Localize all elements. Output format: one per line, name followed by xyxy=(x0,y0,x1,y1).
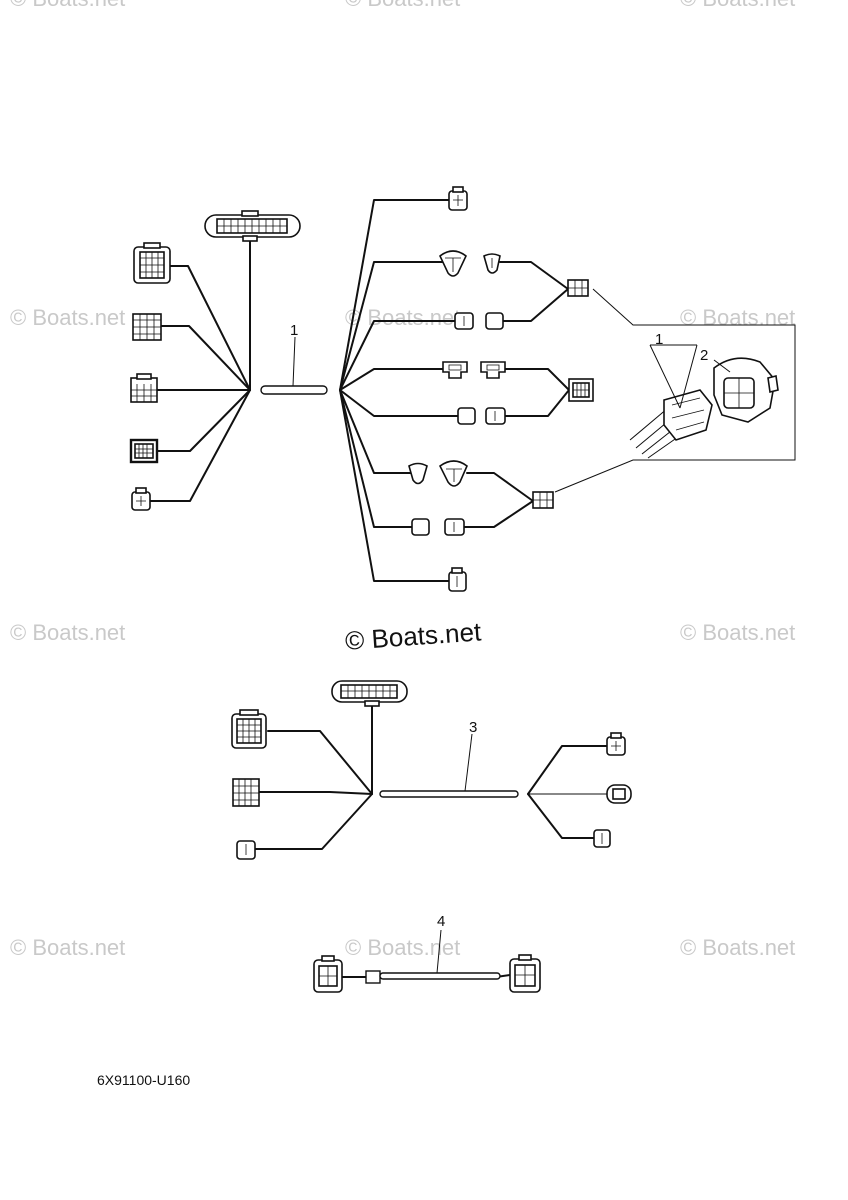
connector-left-large xyxy=(133,242,171,284)
connector-h3-small-left xyxy=(236,840,256,860)
connector-h3-right-bottom xyxy=(593,829,611,848)
watermark-bottom-right: © Boats.net xyxy=(680,935,795,960)
callout-3: 3 xyxy=(469,719,477,736)
harness-1: 1 xyxy=(129,186,796,592)
connector-h4-right xyxy=(509,954,541,993)
junction-connector-bottom xyxy=(532,491,554,509)
callout-4: 4 xyxy=(437,913,445,930)
connector-triangle-1 xyxy=(439,250,467,277)
connector-triangle-1-mate xyxy=(483,253,501,274)
connector-small-2 xyxy=(457,407,476,425)
junction-connector-mid xyxy=(568,378,594,402)
connector-small-3-mate xyxy=(444,518,465,536)
watermark-row3-right: © Boats.net xyxy=(680,620,795,645)
connector-left-dark xyxy=(129,438,159,464)
harness-4-splice xyxy=(365,970,381,984)
connector-h4-left xyxy=(313,955,343,993)
connector-right-bottom xyxy=(448,567,467,592)
connector-left-square xyxy=(132,313,162,341)
watermark-mid-center: © Boats.net xyxy=(345,305,460,330)
detail-callout-1: 1 xyxy=(655,331,663,348)
harness-3-sheath xyxy=(379,790,519,798)
watermark-row3-left: © Boats.net xyxy=(10,620,125,645)
watermark-top-right: © Boats.net xyxy=(680,0,795,11)
harness-1-sheath xyxy=(260,385,328,395)
connector-left-small xyxy=(131,487,151,511)
detail-callout-2: 2 xyxy=(700,347,708,364)
watermark-mid-left: © Boats.net xyxy=(10,305,125,330)
connector-triangle-2-mate xyxy=(438,460,468,487)
connector-h3-right-top xyxy=(606,732,626,756)
watermark-bottom-left: © Boats.net xyxy=(10,935,125,960)
harness-3: 3 xyxy=(231,680,632,860)
watermark-top-center: © Boats.net xyxy=(345,0,460,11)
watermark-bottom-center: © Boats.net xyxy=(345,935,460,960)
connector-double-1-mate xyxy=(480,361,506,379)
connector-main-long xyxy=(204,210,301,242)
connector-left-mid xyxy=(130,373,158,403)
connector-h3-long xyxy=(331,680,408,707)
watermarks: © Boats.net © Boats.net © Boats.net © Bo… xyxy=(10,0,795,960)
watermark-main: © Boats.net xyxy=(344,616,483,655)
connector-right-top xyxy=(448,186,468,211)
connector-double-1 xyxy=(442,361,468,379)
watermark-top-left: © Boats.net xyxy=(10,0,125,11)
connector-h3-right-mid xyxy=(606,784,632,804)
connector-h3-square xyxy=(232,778,260,807)
harness-4-sheath xyxy=(379,972,501,980)
watermark-mid-right: © Boats.net xyxy=(680,305,795,330)
connector-h3-large xyxy=(231,709,267,749)
junction-connector-top xyxy=(567,279,589,297)
connector-small-3 xyxy=(411,518,430,536)
connector-small-1 xyxy=(454,312,474,330)
harness-4: 4 xyxy=(313,913,541,993)
detail-view-connector xyxy=(629,357,779,459)
connector-triangle-2 xyxy=(408,462,428,485)
connector-small-1-mate xyxy=(485,312,504,330)
part-code: 6X91100-U160 xyxy=(97,1072,190,1088)
callout-1: 1 xyxy=(290,322,298,339)
connector-small-2-mate xyxy=(485,407,506,425)
